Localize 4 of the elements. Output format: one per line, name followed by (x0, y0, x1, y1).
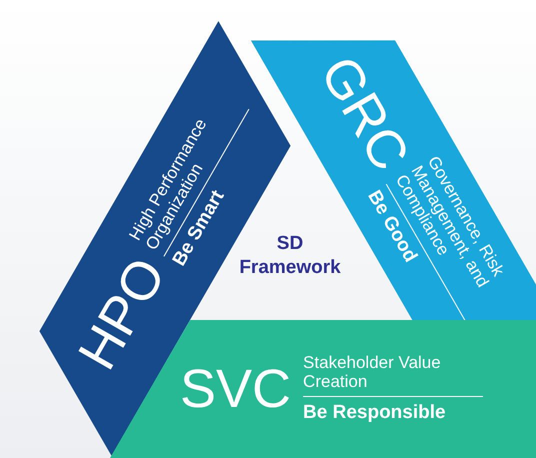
band-title: Stakeholder Value Creation (303, 354, 442, 392)
band-motto: Be Responsible (303, 401, 447, 424)
center-label: SD Framework (238, 232, 342, 280)
band-abbreviation: SVC (180, 362, 292, 416)
